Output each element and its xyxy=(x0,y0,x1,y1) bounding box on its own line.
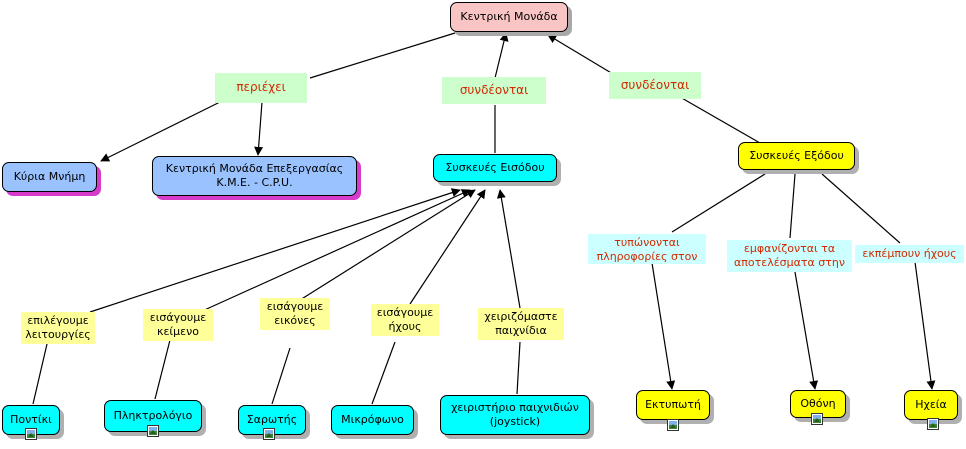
line-cpu-contains xyxy=(309,32,456,79)
arrow-output-cpu xyxy=(547,34,614,75)
line-screen-from-output xyxy=(789,173,796,239)
link-play-games: χειριζόμαστε παιχνίδια xyxy=(478,308,564,340)
node-input-devices[interactable]: Συσκευές Εισόδου xyxy=(433,154,557,182)
line-speakers-from-output xyxy=(821,173,901,244)
line-output-connected xyxy=(679,96,761,144)
link-enter-sound: εισάγουμε ήχους xyxy=(371,304,439,336)
arrow-screen xyxy=(794,271,819,390)
node-mouse[interactable]: Ποντίκι xyxy=(2,405,60,435)
node-main-memory[interactable]: Κύρια Μνήμη xyxy=(2,162,97,192)
arrow-contains-memory xyxy=(100,101,221,162)
link-connected-input: συνδέονται xyxy=(442,77,546,104)
line-scanner xyxy=(271,347,291,405)
line-mouse xyxy=(32,343,48,405)
arrow-joystick xyxy=(496,189,521,309)
line-joystick xyxy=(516,341,521,395)
image-icon[interactable] xyxy=(927,418,939,430)
arrow-microphone xyxy=(409,189,486,305)
link-connected-output: συνδέονται xyxy=(609,72,701,99)
arrow-mouse xyxy=(89,188,461,313)
node-printer[interactable]: Εκτυπωτή xyxy=(636,390,710,420)
link-results-shown: εμφανίζονται τα αποτελέσματα στην xyxy=(727,240,852,272)
image-icon[interactable] xyxy=(667,419,679,431)
link-contains: περιέχει xyxy=(215,73,307,103)
image-icon[interactable] xyxy=(811,413,823,425)
image-icon[interactable] xyxy=(147,425,159,437)
link-emit-sound: εκπέμπουν ήχους xyxy=(855,245,964,263)
link-enter-text: εισάγουμε κείμενο xyxy=(143,309,213,341)
arrow-keyboard xyxy=(199,189,471,313)
node-speakers[interactable]: Ηχεία xyxy=(904,390,958,420)
line-printer-from-output xyxy=(671,173,766,233)
node-output-devices[interactable]: Συσκευές Εξόδου xyxy=(738,142,855,170)
node-central-unit[interactable]: Κεντρική Μονάδα xyxy=(450,2,568,32)
link-enter-images: εισάγουμε εικόνες xyxy=(260,298,330,330)
node-joystick[interactable]: χειριστήριο παιχνιδιών (joystick) xyxy=(440,395,590,435)
node-processing-unit[interactable]: Κεντρική Μονάδα Επεξεργασίας Κ.Μ.Ε. - C.… xyxy=(152,156,357,196)
node-microphone[interactable]: Μικρόφωνο xyxy=(331,405,414,435)
link-printed-info: τυπώνονται πληροφορίες στον xyxy=(588,234,706,264)
image-icon[interactable] xyxy=(25,428,37,440)
arrow-speakers xyxy=(914,261,936,390)
image-icon[interactable] xyxy=(263,428,275,440)
line-keyboard xyxy=(154,339,171,400)
arrow-connected-cpu xyxy=(494,32,509,79)
arrow-scanner xyxy=(299,189,476,301)
link-select-functions: επιλέγουμε λειτουργίες xyxy=(21,312,95,344)
arrow-contains-cpu xyxy=(254,101,264,156)
arrow-printer xyxy=(651,262,676,390)
line-microphone xyxy=(371,341,396,405)
